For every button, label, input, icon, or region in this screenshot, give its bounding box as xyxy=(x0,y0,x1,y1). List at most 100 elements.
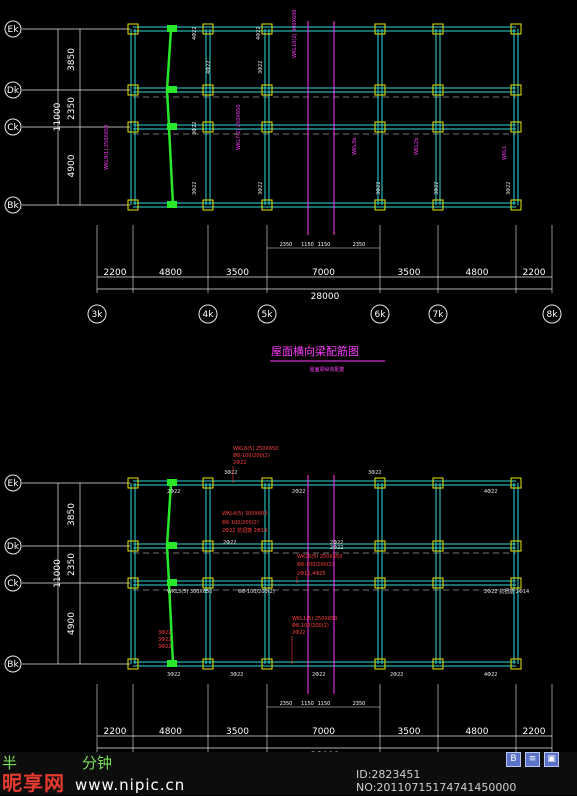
column-box xyxy=(127,540,139,552)
rebar-annotation: 3Φ22 xyxy=(158,644,171,650)
rebar-annotation: WKL3(5) 300X650 xyxy=(167,589,212,595)
col-span-label: 4800 xyxy=(466,268,489,278)
green-column xyxy=(167,479,177,486)
col-label: 8k xyxy=(547,310,559,320)
rebar-annotation: WKL10(2) 300X600 xyxy=(292,9,298,58)
rebar-annotation: 4Φ22 xyxy=(206,61,212,74)
rebar-annotation: 4Φ22 xyxy=(192,27,198,40)
row-total-label: 11000 xyxy=(53,102,63,131)
watermark-id: ID:2823451 NO:20110715174741450000 xyxy=(356,768,517,794)
rebar-annotation: 2Φ22 xyxy=(292,489,305,495)
rebar-annotation: WKL1 xyxy=(502,146,508,160)
toolbar-icon[interactable]: B xyxy=(506,752,521,767)
watermark-brand: 昵享网 www.nipic.cn xyxy=(2,771,186,795)
column-box xyxy=(374,477,386,489)
row-bubble xyxy=(4,196,22,214)
bottom-bar: 半 分钟 昵享网 www.nipic.cn ID:2823451 NO:2011… xyxy=(0,752,577,795)
plan-subtitle: 屋面梁纵向配筋 xyxy=(309,366,344,373)
inner-span-label: 1150 xyxy=(301,701,314,707)
row-bubble xyxy=(4,574,22,592)
column-box xyxy=(374,23,386,35)
column-box xyxy=(202,23,214,35)
rebar-annotation: 3Φ22 xyxy=(192,122,198,135)
col-span-label: 3500 xyxy=(226,268,249,278)
rebar-annotation: 3Φ22 xyxy=(258,61,264,74)
column-box xyxy=(432,23,444,35)
toolbar-icon[interactable]: ▣ xyxy=(544,752,559,767)
col-span-label: 4800 xyxy=(466,727,489,737)
green-member xyxy=(165,28,175,206)
row-label: Ek xyxy=(8,479,20,489)
column-box xyxy=(127,658,139,670)
row-label: Bk xyxy=(7,660,19,670)
column-box xyxy=(432,577,444,589)
row-span-label: 4900 xyxy=(67,612,77,635)
rebar-annotation: Φ8-100/200(2) xyxy=(238,589,275,595)
rebar-annotation: 4Φ22 xyxy=(256,27,262,40)
col-span-label: 4800 xyxy=(159,727,182,737)
col-label: 3k xyxy=(92,310,104,320)
toolbar-icon[interactable]: ≡ xyxy=(525,752,540,767)
green-column xyxy=(167,579,177,586)
rebar-annotation: 2Φ22 xyxy=(233,460,246,466)
column-box xyxy=(127,23,139,35)
col-label: 5k xyxy=(262,310,274,320)
rebar-annotation: WKL1(5) 250X650 xyxy=(292,616,337,622)
rebar-annotation: WKL9(1) 250X650 xyxy=(104,125,110,170)
column-box xyxy=(202,199,214,211)
rebar-annotation: Φ8-100/200(2) xyxy=(222,520,259,526)
col-label: 7k xyxy=(433,310,445,320)
rebar-annotation: 2Φ16,4Φ25 xyxy=(297,571,326,577)
column-box xyxy=(510,121,522,133)
column-box xyxy=(432,477,444,489)
rebar-annotation: WKL7(2) 250X650 xyxy=(236,105,242,150)
inner-span-label: 2350 xyxy=(353,242,366,248)
column-box xyxy=(374,121,386,133)
row-label: Ek xyxy=(8,25,20,35)
col-span-label: 2200 xyxy=(523,727,546,737)
column-box xyxy=(510,658,522,670)
column-box xyxy=(374,658,386,670)
rebar-annotation: 2Φ22 xyxy=(312,672,325,678)
rebar-annotation: 3Φ22 xyxy=(258,182,264,195)
col-span-label: 7000 xyxy=(312,268,335,278)
col-span-label: 2200 xyxy=(523,268,546,278)
row-label: Ck xyxy=(7,579,19,589)
rebar-annotation: 2Φ22 xyxy=(167,489,180,495)
rebar-annotation: 2Φ22 xyxy=(223,540,236,546)
green-column xyxy=(167,660,177,667)
column-box xyxy=(432,84,444,96)
rebar-annotation: 3Φ22 xyxy=(506,182,512,195)
col-span-label: 3500 xyxy=(398,268,421,278)
rebar-annotation: 3Φ22 xyxy=(224,470,237,476)
row-bubble xyxy=(4,655,22,673)
row-bubble xyxy=(4,474,22,492)
rebar-annotation: 3Φ22 xyxy=(230,672,243,678)
bar-mid-text: 分钟 xyxy=(82,754,113,772)
rebar-annotation: 2Φ22 xyxy=(330,540,343,546)
column-box xyxy=(261,577,273,589)
row-span-label: 2350 xyxy=(67,97,77,120)
col-total-label: 28000 xyxy=(311,292,340,302)
rebar-annotation: 2Φ22 xyxy=(292,630,305,636)
column-box xyxy=(510,540,522,552)
rebar-annotation: WKL4(5) 300X600 xyxy=(222,511,267,517)
col-bubble xyxy=(87,304,107,324)
rebar-annotation: 3Φ22 xyxy=(167,672,180,678)
row-bubble xyxy=(4,20,22,38)
column-box xyxy=(510,199,522,211)
green-member xyxy=(165,482,175,665)
column-box xyxy=(261,84,273,96)
rebar-annotation: 4Φ22 xyxy=(484,672,497,678)
column-box xyxy=(127,577,139,589)
rebar-annotation: Φ8-100/200(2) xyxy=(297,562,334,568)
row-label: Ck xyxy=(7,123,19,133)
row-span-label: 3850 xyxy=(67,503,77,526)
col-span-label: 3500 xyxy=(398,727,421,737)
column-box xyxy=(510,577,522,589)
green-column xyxy=(167,542,177,549)
row-span-label: 4900 xyxy=(67,154,77,177)
row-label: Dk xyxy=(7,542,20,552)
